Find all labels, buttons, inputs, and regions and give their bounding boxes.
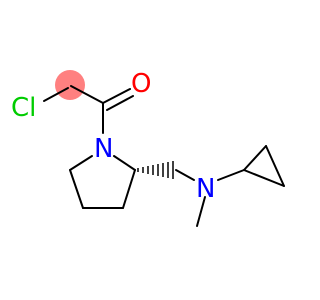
bond-cyclopropyl-1 <box>243 145 267 171</box>
molecule-structure: Cl O N N <box>11 69 285 227</box>
atom-chlorine: Cl <box>11 93 36 123</box>
stereo-hash-bond <box>137 161 174 179</box>
molecule-canvas: Cl O N N <box>11 69 285 227</box>
highlighted-carbon <box>55 70 85 100</box>
bond-carbonyl-oxygen-2 <box>106 95 134 111</box>
bond-cl-ch2 <box>43 87 69 102</box>
bond-carbonyl-oxygen-1 <box>102 88 131 104</box>
bond-ring-c5-c4 <box>69 169 84 209</box>
bond-amine-n-cyclopropyl <box>217 169 245 181</box>
atom-ring-nitrogen: N <box>94 134 113 164</box>
bond-cyclopropyl-3 <box>243 169 285 187</box>
bond-ring-c3-c2 <box>122 169 136 209</box>
bond-ch2-carbonyl <box>70 85 104 104</box>
bond-ring-n-c5 <box>69 155 93 171</box>
bond-cyclopropyl-2 <box>265 145 285 187</box>
bond-ring-c2-n <box>113 155 136 171</box>
bond-ch2-amine-n <box>175 169 195 181</box>
bond-amine-n-methyl <box>196 196 206 227</box>
atom-amine-nitrogen: N <box>196 174 215 204</box>
atom-oxygen: O <box>131 69 151 99</box>
